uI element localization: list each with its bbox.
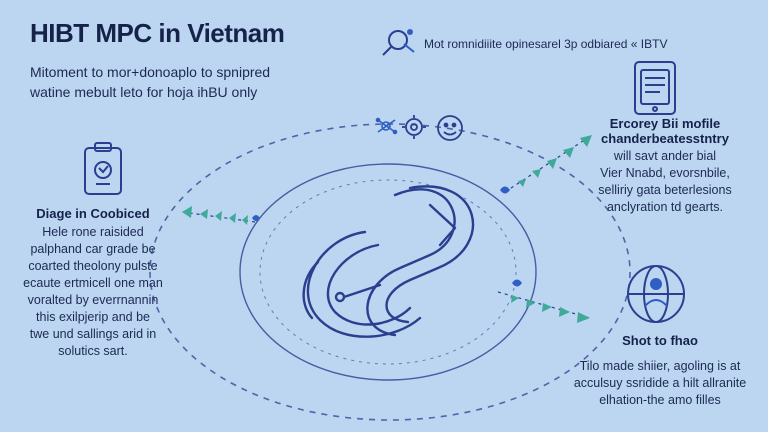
right-bottom-body: Tilo made shiier, agoling is at acculsuy… (555, 358, 765, 409)
right-bottom-heading-wrap: Shot to fhao (580, 333, 740, 348)
network-hub-icon (375, 117, 398, 135)
left-panel-line: twe und sallings arid in (29, 327, 157, 341)
page-subtitle: Mitoment to mor+donoaplo to spnipred wat… (30, 62, 320, 102)
page-title: HIBT MPC in Vietnam (30, 18, 285, 48)
right-top-heading: chanderbeatesstntry (601, 131, 729, 146)
subtitle-line: Mitoment to mor+donoaplo to spnipred (30, 64, 271, 80)
gear-icon (402, 115, 426, 139)
arrow-to-right-bottom-panel (497, 279, 591, 323)
subtitle-line: watine mebult leto for hoja ihBU only (30, 84, 258, 100)
mobile-device-icon (634, 61, 676, 115)
arrow-to-right-top-panel (500, 134, 593, 194)
left-panel-line: palphand car grade be (30, 242, 156, 256)
right-top-line: selliriy gata beterlesions (598, 183, 732, 197)
right-bottom-heading: Shot to fhao (622, 333, 698, 348)
left-panel-line: ecaute ertmicell one man (23, 276, 163, 290)
inner-orbit-dashed (259, 179, 517, 365)
left-panel-heading: Diage in Coobiced (36, 206, 150, 221)
right-bottom-line: Tilo made shiier, agoling is at (579, 359, 741, 373)
left-panel-body: Hele rone raisided palphand car grade be… (8, 224, 178, 360)
right-top-body: will savt ander bial Vier Nnabd, evorsnb… (585, 148, 745, 216)
left-panel-heading-wrap: Diage in Coobiced (18, 206, 168, 221)
left-panel-line: Hele rone raisided (42, 225, 144, 239)
right-top-heading: Ercorey Bii mofile (609, 116, 721, 131)
right-bottom-line: elhation-the amo filles (599, 393, 721, 407)
globe-user-icon (627, 265, 685, 323)
right-top-line: anclyration td gearts. (606, 200, 724, 214)
inner-orbit (239, 163, 537, 381)
left-panel-line: this exilpjerip and be (36, 310, 150, 324)
right-top-panel: Ercorey Bii mofile chanderbeatesstntry w… (585, 116, 745, 216)
right-bottom-line: acculsuy ssridide a hilt allranite (573, 376, 747, 390)
left-panel-line: solutics sart. (58, 344, 128, 358)
magnifier-network-icon (382, 29, 415, 56)
arrow-to-left-panel (181, 206, 260, 225)
top-note: Mot romnidiiite opinesarel 3p odbiared «… (424, 37, 668, 51)
left-panel-line: voralted by everrnannin (27, 293, 159, 307)
right-top-line: Vier Nnabd, evorsnbile, (600, 166, 730, 180)
clipboard-icon (84, 142, 122, 195)
interlocking-symbol-icon (302, 185, 475, 338)
face-icon (437, 115, 463, 141)
right-top-line: will savt ander bial (613, 149, 717, 163)
left-panel-line: coarted theolony pulste (28, 259, 158, 273)
